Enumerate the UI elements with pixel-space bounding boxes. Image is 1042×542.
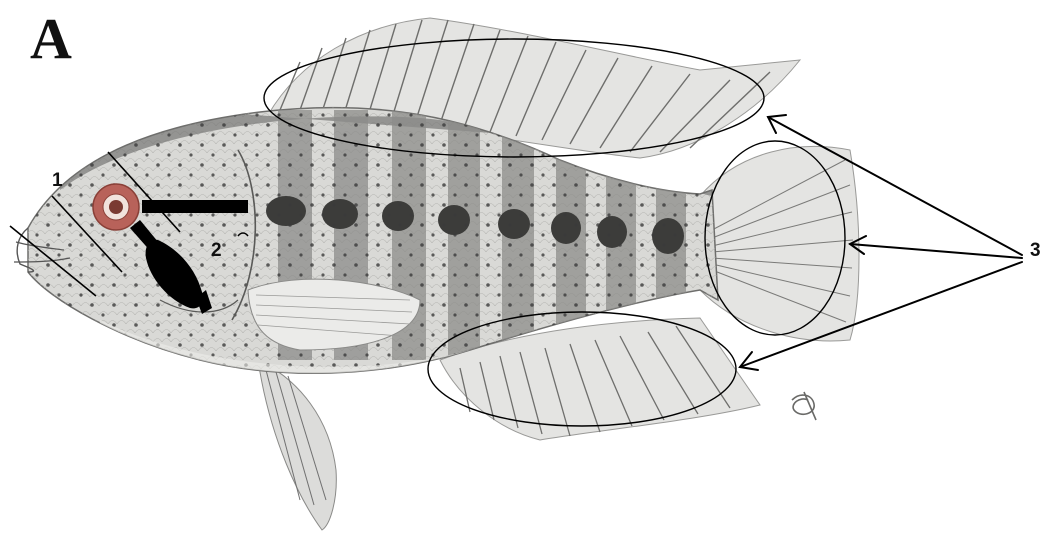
label-1: 1	[52, 171, 63, 190]
eye-marker	[93, 184, 139, 230]
arrow-to-caudal	[850, 244, 1022, 258]
artist-signature	[792, 392, 816, 420]
label-3: 3	[1030, 241, 1041, 260]
caudal-fin	[700, 146, 859, 340]
label-2: 2	[211, 241, 222, 260]
panel-letter: A	[30, 10, 72, 68]
pelvic-fin	[258, 360, 336, 530]
